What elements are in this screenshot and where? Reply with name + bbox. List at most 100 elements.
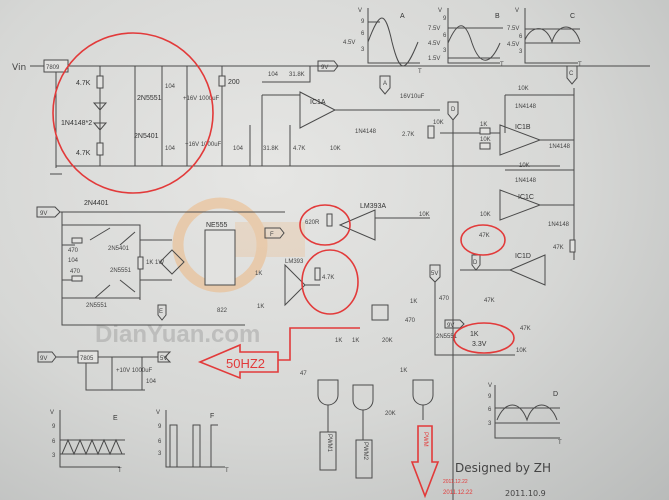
design-date: 2011.10.9 <box>505 489 546 498</box>
pwm1-label: PWM1 <box>326 434 332 453</box>
axis-v: V <box>515 8 519 14</box>
axis-v: V <box>358 8 362 14</box>
vout-tag: 5V <box>160 356 167 362</box>
tick: 3 <box>52 453 56 459</box>
ic1c-label: IC1C <box>518 194 534 201</box>
r47-label: 4.7K <box>322 275 334 281</box>
tick: 6 <box>519 34 523 40</box>
r1-label: 4.7K <box>76 80 91 87</box>
r4-label: 10K <box>330 146 341 152</box>
r2-label: 470 <box>70 269 81 275</box>
highlight-circle-supply <box>52 32 214 194</box>
axis-v: V <box>156 410 160 416</box>
r620-label: 620R <box>305 220 320 226</box>
r20k2-label: 20K <box>385 411 396 417</box>
output-pwm2: PWM2 <box>355 439 373 479</box>
ic1b-label: IC1B <box>515 124 531 131</box>
tick: 9 <box>158 424 162 430</box>
pot-label: 10K <box>433 120 444 126</box>
rf2-label: 10K <box>519 163 530 169</box>
waveform-a: V A T 9 6 4.5V 3 <box>343 8 422 75</box>
tick: 6 <box>443 33 447 39</box>
lm393-label: LM393 <box>285 259 304 265</box>
r200-label: 200 <box>228 79 240 86</box>
photo-stamp-1: 2011.12.22 <box>443 479 468 485</box>
power-supply: Vin 7809 4.7K 1N4148*2 4.7K 2N5551 2N540… <box>12 59 650 175</box>
axis-t: T <box>558 440 562 446</box>
ic1a-label: IC1A <box>310 99 326 106</box>
highlight-circle-ref <box>453 322 515 354</box>
tick: 6 <box>158 439 162 445</box>
r1k-label: 1K <box>480 122 487 128</box>
wave-title: C <box>570 13 575 20</box>
c2-label: 822 <box>217 308 228 314</box>
r10k-label: 10K <box>480 137 491 143</box>
r470-label: 470 <box>439 296 450 302</box>
axis-t: T <box>225 468 229 474</box>
waveform-d: V D T 9 6 3 <box>488 383 562 446</box>
tick: 6 <box>52 439 56 445</box>
tag-d2: D <box>473 260 478 266</box>
reg-label: 7805 <box>80 356 94 362</box>
pwm3-label: PWM <box>422 432 428 447</box>
tick: 7.5V <box>428 26 440 32</box>
reg-label: 7809 <box>46 65 60 71</box>
q2-label: 2N5401 <box>134 133 159 140</box>
r47b-label: 47K <box>553 245 564 251</box>
wave-title: B <box>495 13 500 20</box>
wave-title: D <box>553 391 558 398</box>
pwm2-label: PWM2 <box>362 442 368 461</box>
highlight-circle-47k <box>460 224 506 256</box>
axis-t: T <box>118 468 122 474</box>
r2-label: 4.7K <box>76 150 91 157</box>
cap-label: 16V10uF <box>400 94 425 100</box>
q1-label: 2N4401 <box>84 200 109 207</box>
tick: 3 <box>361 47 365 53</box>
c1-label: 104 <box>68 258 79 264</box>
df2-label: 1N4148 <box>515 178 537 184</box>
q1-label: 2N5551 <box>137 95 162 102</box>
r47c-label: 47K <box>484 298 495 304</box>
tag-d: D <box>451 107 456 113</box>
ne555-label: NE555 <box>206 222 228 229</box>
c-label: 104 <box>146 379 157 385</box>
wave-title: A <box>400 13 405 20</box>
regulator-5v: 9V 7805 +10V 1000uF 104 5V <box>37 350 172 391</box>
tick: 9 <box>488 394 492 400</box>
c1-label: 104 <box>165 84 176 90</box>
ref-label: 3.3V <box>472 341 487 348</box>
c47-label: 47 <box>300 371 307 377</box>
r5-label: 1K <box>257 304 264 310</box>
tick: 7.5V <box>507 26 519 32</box>
cap-label: +10V 1000uF <box>116 368 153 374</box>
tag-a: A <box>383 81 387 87</box>
watermark-logo <box>172 197 305 293</box>
r1k-label: 1K <box>410 299 417 305</box>
r3-label: 1K 1W <box>146 260 164 266</box>
r2-label: 10K <box>480 212 491 218</box>
wave-title: F <box>210 413 214 420</box>
lm393a-label: LM393A <box>360 203 386 210</box>
waveform-f: V F T 9 6 3 <box>156 410 229 474</box>
waveform-e: V E T 9 6 3 <box>50 410 125 474</box>
rf-label: 10K <box>518 86 529 92</box>
c2-label: +16V 1000uF <box>183 96 220 102</box>
ic1d-label: IC1D <box>515 253 531 260</box>
tick: 4.5V <box>507 42 519 48</box>
tick: 9 <box>52 424 56 430</box>
9v-tag: 9V <box>40 211 47 217</box>
d1-label: 1N4148 <box>355 129 377 135</box>
tick: 4.5V <box>428 41 440 47</box>
output-50hz2: 50HZ2 <box>197 327 360 380</box>
waveform-c: V C T 7.5V 6 4.5V 3 <box>507 8 582 68</box>
r1-label: 470 <box>68 248 79 254</box>
r1k4-label: 1K <box>352 338 359 344</box>
r-label: 31.8K <box>289 72 305 78</box>
tick: 3 <box>443 48 447 54</box>
axis-v: V <box>488 383 492 389</box>
vin-tag: 9V <box>40 356 47 362</box>
tag-c: C <box>569 71 574 77</box>
tick: 6 <box>488 407 492 413</box>
